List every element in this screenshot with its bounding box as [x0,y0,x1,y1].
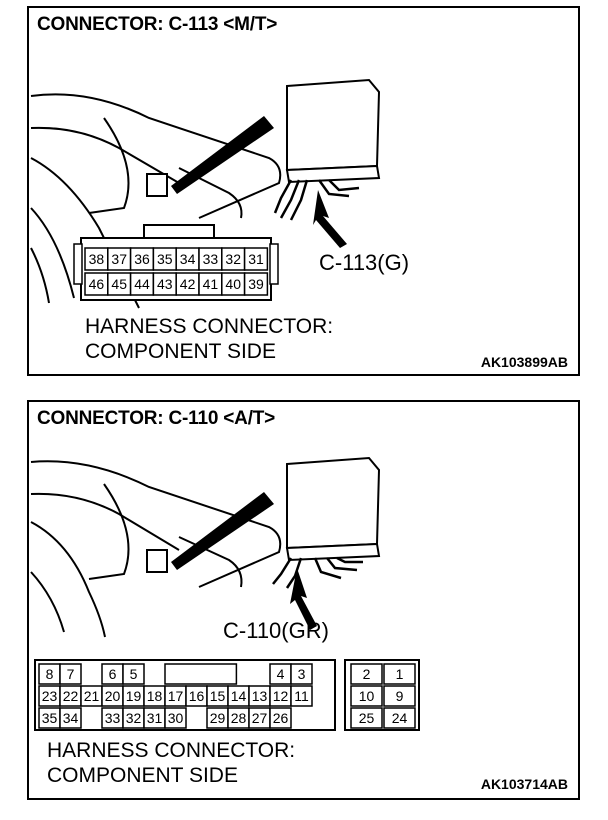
pin-number: 7 [67,666,75,682]
pin-number: 36 [134,251,150,267]
pin-number: 30 [168,710,184,726]
connector-callout: C-110(GR) [223,618,329,643]
pin-number: 29 [210,710,226,726]
harness-line-2: COMPONENT SIDE [47,764,238,787]
pin-number: 12 [273,688,289,704]
pin-number: 9 [396,688,404,704]
pin-number: 31 [147,710,163,726]
pin-cell [164,707,187,729]
pin-number: 44 [134,276,150,292]
pin-grid: 38 37 36 35 34 33 32 31 46 45 44 43 42 41 40 39 [84,247,269,296]
pin-number: 33 [203,251,219,267]
pin-number: 39 [248,276,264,292]
pin-cell [122,663,145,685]
pin-cell [164,663,238,685]
pin-number: 37 [111,251,127,267]
connector-panel-c113: CONNECTOR: C-113 <M/T> [27,6,580,376]
pin-number: 24 [392,710,408,726]
pin-number: 42 [180,276,196,292]
harness-line-1: HARNESS CONNECTOR: [47,739,296,762]
pin-number: 11 [294,688,309,704]
pin-number: 15 [210,688,226,704]
pin-number: 45 [111,276,127,292]
pin-number: 10 [359,688,375,704]
panel-title: CONNECTOR: C-110 <A/T> [37,408,276,429]
pin-number: 16 [189,688,205,704]
pin-number: 3 [298,666,306,682]
pin-number: 6 [109,666,117,682]
pin-cell [59,663,82,685]
connector-frame [34,659,336,731]
figure-code: AK103899AB [480,354,568,370]
pin-number: 35 [42,710,58,726]
connector-frame [344,659,420,731]
pin-cell [383,663,416,685]
pin-number: 22 [63,688,79,704]
harness-line-1: HARNESS CONNECTOR: [85,315,334,338]
pin-number: 5 [130,666,138,682]
pin-number: 1 [396,666,404,682]
pin-cell [383,685,416,707]
connector-callout: C-113(G) [319,250,410,275]
pin-number: 40 [225,276,241,292]
pin-number: 34 [63,710,79,726]
pin-number: 23 [42,688,58,704]
pin-number: 34 [180,251,196,267]
pin-number: 2 [363,666,371,682]
pin-number: 17 [168,688,184,704]
pin-cell [59,707,82,729]
pin-number: 43 [157,276,173,292]
pin-cell [290,663,313,685]
pin-number: 13 [252,688,268,704]
pin-cell [350,707,383,729]
pin-number: 19 [126,688,142,704]
pin-number: 33 [105,710,121,726]
pin-number: 25 [359,710,375,726]
pin-number: 38 [89,251,105,267]
pin-number: 21 [84,688,100,704]
harness-label: HARNESS CONNECTOR: COMPONENT SIDE [85,314,333,364]
pin-number: 32 [126,710,142,726]
pin-cell [243,272,269,296]
pin-number: 18 [147,688,163,704]
harness-label: HARNESS CONNECTOR: COMPONENT SIDE [47,738,295,788]
pin-cell [350,685,383,707]
pin-cell [350,663,383,685]
panel-title: CONNECTOR: C-113 <M/T> [37,14,278,35]
pin-cell [383,707,416,729]
pin-number: 35 [157,251,173,267]
pin-number: 8 [46,666,54,682]
pin-cell [269,707,292,729]
pin-number: 4 [277,666,285,682]
pin-cell [243,247,269,271]
pin-number: 14 [231,688,247,704]
pin-number: 20 [105,688,121,704]
pin-number: 26 [273,710,289,726]
figure-code: AK103714AB [480,776,568,792]
pin-number: 31 [248,251,264,267]
pin-number: 46 [89,276,105,292]
pin-number: 27 [252,710,268,726]
dashboard-illustration: 38 37 36 35 34 33 32 31 46 45 44 43 42 41 40 39 [30,78,381,309]
harness-line-2: COMPONENT SIDE [85,340,276,363]
pin-number: 41 [203,276,219,292]
pin-cell [290,685,313,707]
pin-number: 28 [231,710,247,726]
pin-number: 32 [225,251,241,267]
